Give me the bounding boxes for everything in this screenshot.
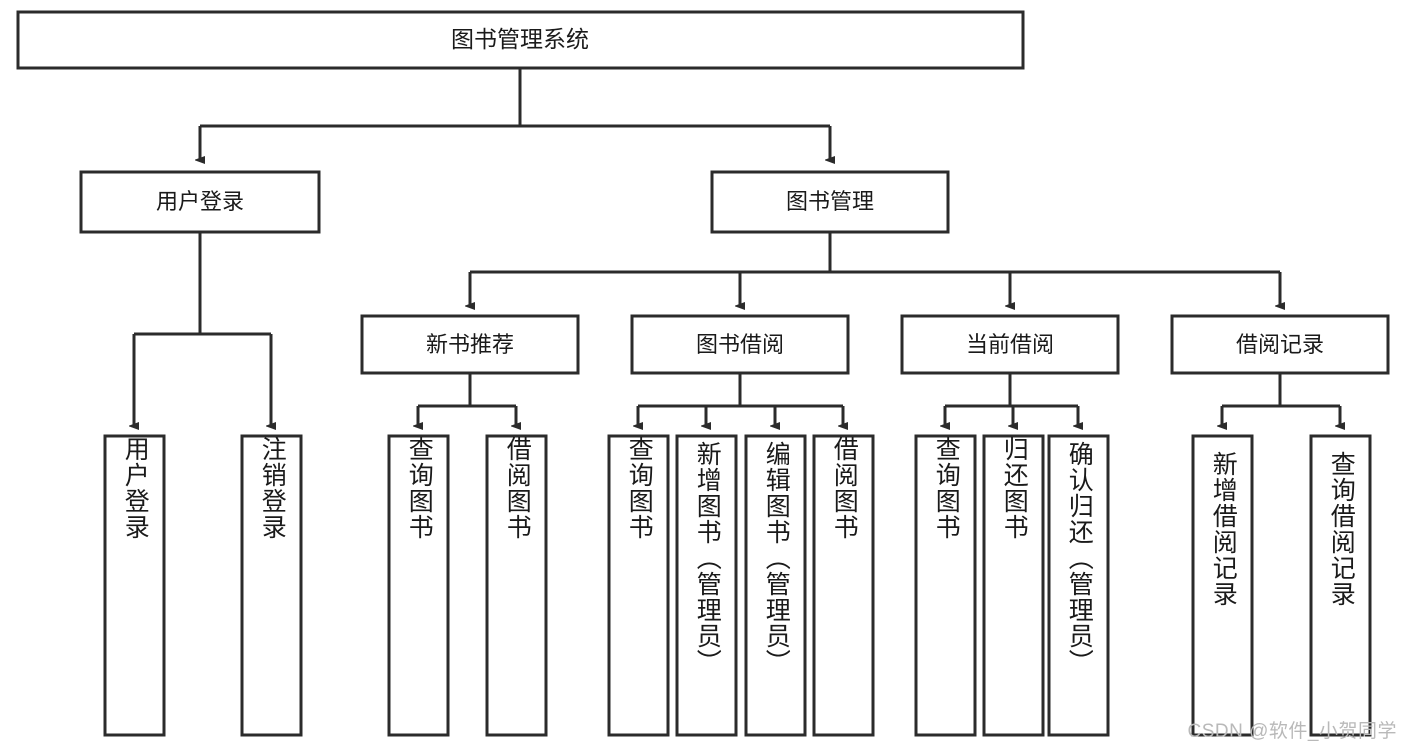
- node-new-book-recommend[interactable]: 新书推荐: [360, 314, 580, 375]
- connector-bookborrow-to-leaves: [638, 373, 843, 426]
- node-leaf-query-book-1[interactable]: [387, 434, 450, 737]
- node-leaf-return-book[interactable]: [982, 434, 1045, 737]
- node-leaf-borrow-book-2[interactable]: [812, 434, 875, 737]
- node-leaf-add-record[interactable]: [1191, 434, 1254, 737]
- node-leaf-query-book-2[interactable]: [607, 434, 670, 737]
- node-current-borrow-label: 当前借阅: [966, 332, 1054, 357]
- connector-newbook-to-leaves: [418, 373, 516, 426]
- node-leaf-query-book-3[interactable]: [914, 434, 977, 737]
- node-root-label: 图书管理系统: [451, 26, 589, 52]
- node-current-borrow[interactable]: 当前借阅: [900, 314, 1120, 375]
- node-book-borrow[interactable]: 图书借阅: [630, 314, 850, 375]
- node-borrow-record-label: 借阅记录: [1236, 332, 1324, 357]
- node-leaf-user-logout[interactable]: [240, 434, 303, 737]
- node-book-manage-label: 图书管理: [786, 189, 874, 214]
- connector-root-to-level2: [200, 68, 830, 160]
- connector-userlogin-to-leaves: [134, 232, 271, 426]
- connector-borrowrecord-to-leaves: [1222, 373, 1340, 426]
- node-book-borrow-label: 图书借阅: [696, 332, 784, 357]
- node-book-manage[interactable]: 图书管理: [710, 170, 950, 234]
- node-user-login[interactable]: 用户登录: [79, 170, 321, 234]
- node-borrow-record[interactable]: 借阅记录: [1170, 314, 1390, 375]
- node-leaf-edit-book[interactable]: [744, 434, 807, 737]
- connector-currentborrow-to-leaves: [945, 373, 1078, 426]
- node-leaf-confirm-return[interactable]: [1047, 434, 1110, 737]
- node-leaf-add-book[interactable]: [675, 434, 738, 737]
- node-leaf-query-record[interactable]: [1309, 434, 1372, 737]
- node-leaf-borrow-book-1[interactable]: [485, 434, 548, 737]
- csdn-watermark: CSDN @软件_小贺同学: [1187, 721, 1397, 742]
- node-root[interactable]: 图书管理系统: [16, 10, 1025, 70]
- node-leaf-user-login[interactable]: [103, 434, 166, 737]
- node-user-login-label: 用户登录: [156, 189, 244, 214]
- node-new-book-recommend-label: 新书推荐: [426, 332, 514, 357]
- connector-bookmanage-to-level3: [470, 232, 1280, 306]
